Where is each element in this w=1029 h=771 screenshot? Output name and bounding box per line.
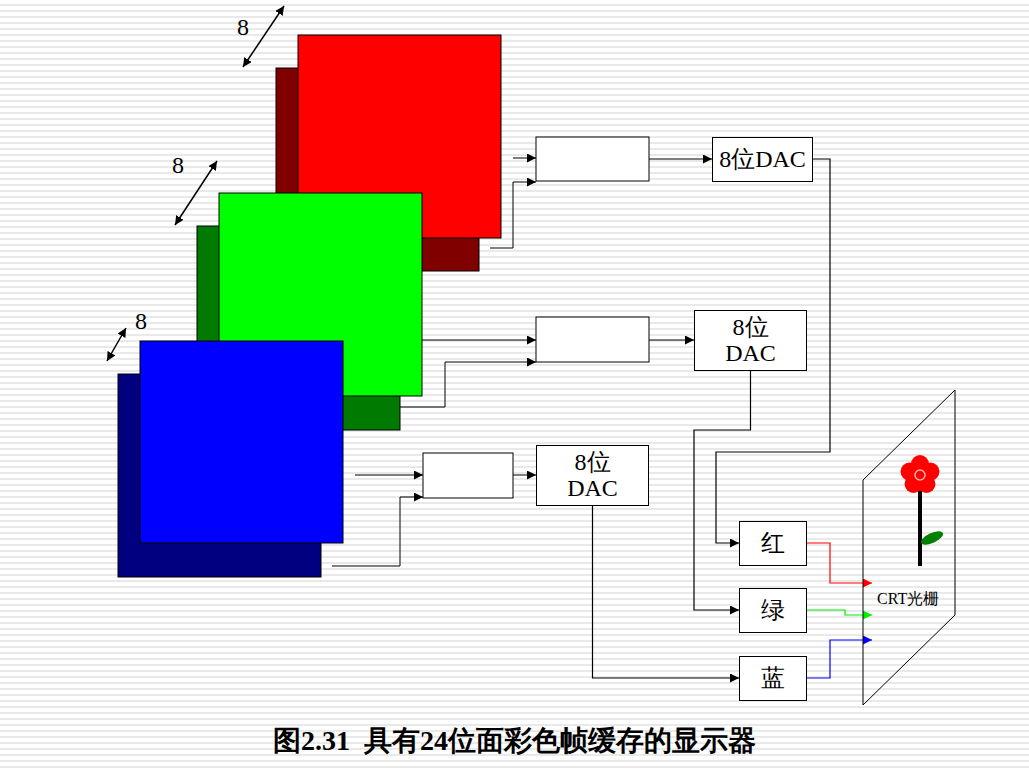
crt-screen: CRT光栅 [860,388,958,708]
blue-planes [118,341,343,577]
figure-caption: 图2.31 具有24位面彩色帧缓存的显示器 [0,722,1029,760]
register-wires [332,158,712,566]
box-label: 绿 [761,597,785,623]
crt-outline [860,388,958,708]
color-gun-box: 红 [739,521,807,566]
signal-connector [807,640,872,678]
dac-box: 8位 DAC [536,445,649,506]
signal-connector [807,543,872,583]
signal-connector [694,371,751,611]
signal-connector [807,610,872,615]
box-label: 红 [761,530,785,556]
box-label: 8位 DAC [558,449,628,502]
signal-connector [716,159,830,543]
bit-depth-label: 8 [172,153,184,177]
dac-box: 8位 DAC [694,310,807,371]
depth-arrows [107,6,284,361]
color-gun-box: 绿 [739,588,807,633]
signal-connector [593,506,740,679]
box-label: 蓝 [761,665,785,691]
box-label: 8位DAC [719,146,806,172]
color-gun-box: 蓝 [739,656,807,701]
bit-depth-label: 8 [237,15,249,39]
bit-depth-label: 8 [135,309,147,333]
dac-box: 8位DAC [712,137,813,182]
box-label: 8位 DAC [716,314,786,367]
screen-label: CRT光栅 [877,590,939,608]
